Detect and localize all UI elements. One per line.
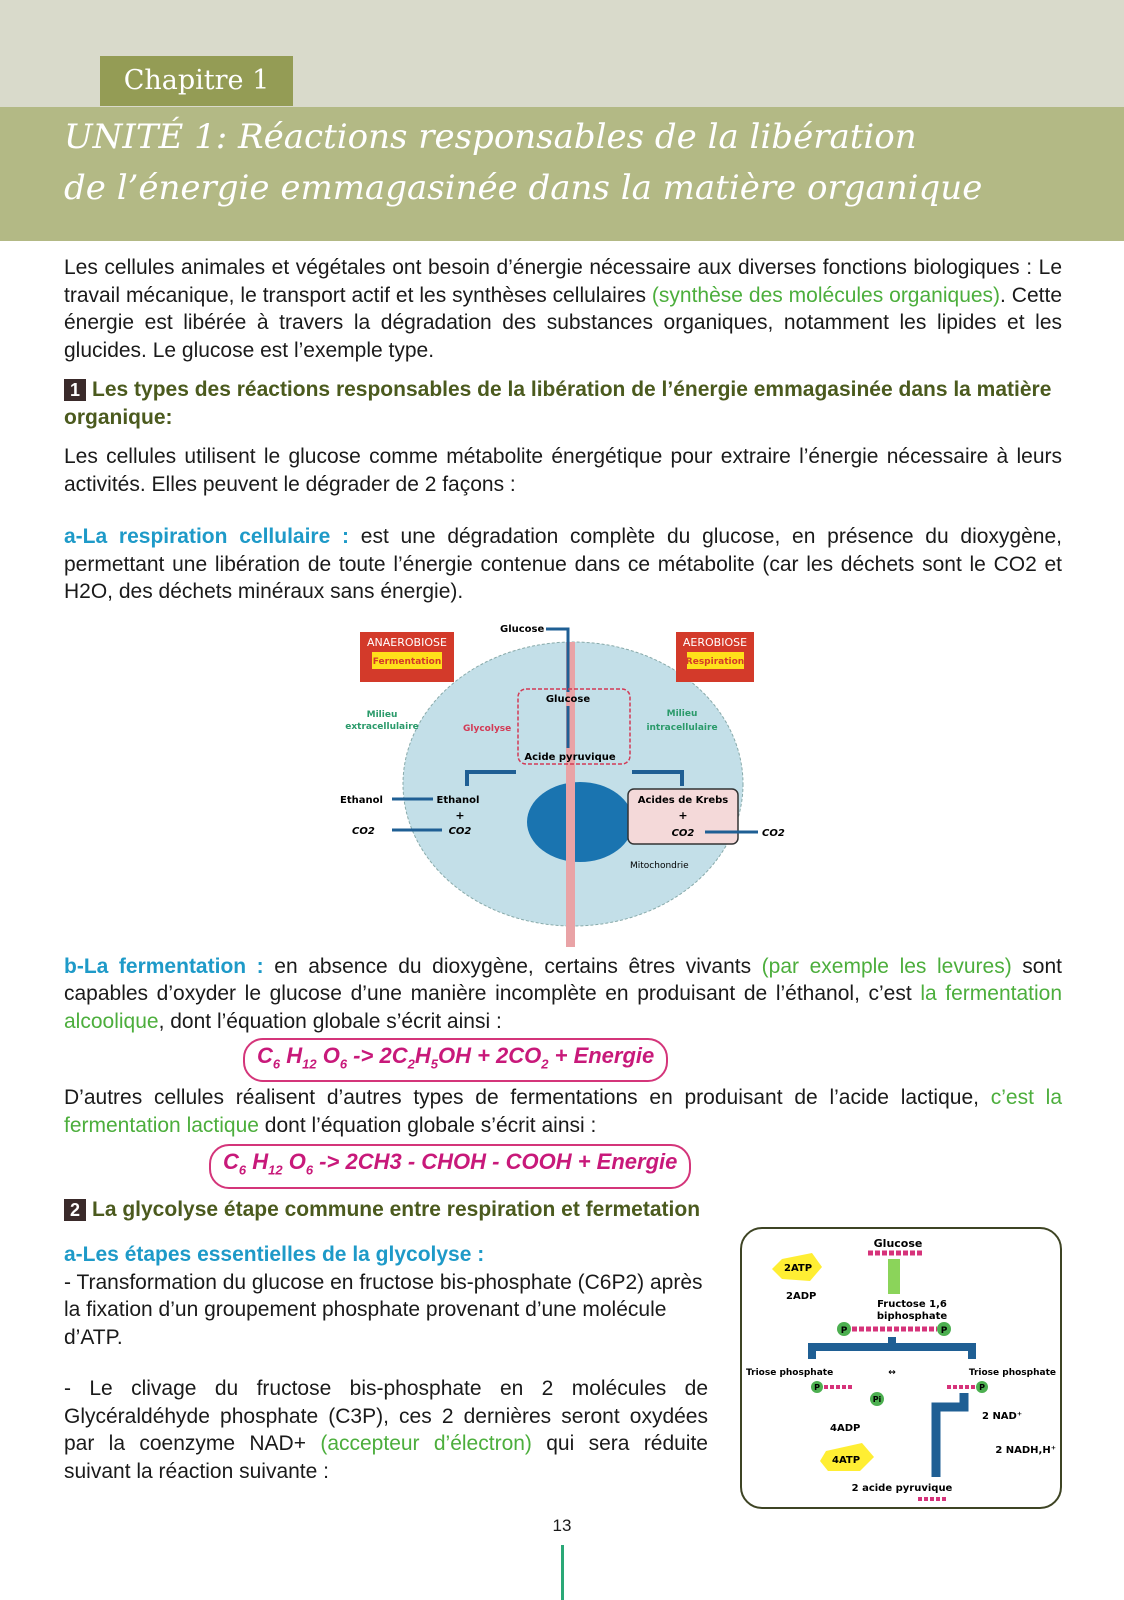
section-number: 1 xyxy=(64,379,86,401)
svg-text:↔: ↔ xyxy=(888,1368,896,1378)
label: Fermentation xyxy=(373,657,442,667)
glycolyse-diagram: Glucose 2ATP 2ADP Fructose 1,6 biphospha… xyxy=(746,1237,1056,1502)
label: Glucose xyxy=(500,624,545,635)
etapes-block: a-Les étapes essentielles de la glycolys… xyxy=(64,1241,708,1485)
text: est une dégradation complète du glucose,… xyxy=(64,525,1062,603)
section-title: Les types des réactions responsables de … xyxy=(64,378,1052,429)
title-line: UNITÉ 1: Réactions responsables de la li… xyxy=(64,117,917,157)
label: Milieu xyxy=(667,709,698,719)
lactique-paragraph: D’autres cellules réalisent d’autres typ… xyxy=(64,1084,1062,1139)
label: AEROBIOSE xyxy=(683,636,747,649)
highlight: (par exemple les levures) xyxy=(761,954,1012,978)
label: Glucose xyxy=(874,1237,923,1250)
label: 4ATP xyxy=(832,1455,860,1466)
step-1: - Transformation du glucose en fructose … xyxy=(64,1270,703,1349)
svg-text:P: P xyxy=(841,1326,848,1336)
label: Milieu xyxy=(367,710,398,720)
highlight: la fermentation alcoolique xyxy=(64,982,1062,1033)
label: Respiration xyxy=(686,657,744,667)
equation-alcoolique: C6 H12 O6 -> 2C2H5OH + 2CO2 + Energie xyxy=(243,1038,669,1083)
respiration-paragraph: a-La respiration cellulaire : est une dé… xyxy=(64,523,1062,606)
svg-text:P: P xyxy=(941,1326,948,1336)
unit-title: UNITÉ 1: Réactions responsables de la li… xyxy=(64,112,982,214)
label: Glucose xyxy=(546,694,591,705)
title-line: de l’énergie emmagasinée dans la matière… xyxy=(64,168,983,208)
text: , dont l’équation globale s’écrit ainsi … xyxy=(158,1009,502,1033)
text: dont l’équation globale s’écrit ainsi : xyxy=(258,1113,597,1137)
label: CO2 xyxy=(352,826,375,837)
label: b-La fermentation : xyxy=(64,954,264,978)
label: Ethanol xyxy=(340,795,383,806)
label: + xyxy=(455,809,464,822)
label: Fructose 1,6 xyxy=(877,1299,947,1310)
label: Acides de Krebs xyxy=(638,795,729,806)
text: sont capables d’oxyder le glucose d’une … xyxy=(64,954,1062,1006)
text: en absence du dioxygène, certains êtres … xyxy=(263,954,762,978)
label: CO2 xyxy=(672,828,695,839)
label: 2ATP xyxy=(784,1263,812,1274)
glycolyse-row: a-Les étapes essentielles de la glycolys… xyxy=(64,1227,1062,1510)
label: + xyxy=(678,809,687,822)
label: ANAEROBIOSE xyxy=(367,636,447,649)
text: . Cette énergie est libérée à travers la… xyxy=(64,283,1062,362)
nucleus xyxy=(527,781,633,862)
label: Triose phosphate xyxy=(969,1368,1056,1378)
step-2: - Le clivage du fructose bis-phosphate e… xyxy=(64,1377,708,1483)
respiration-fermentation-diagram: ANAEROBIOSE Fermentation AEROBIOSE Respi… xyxy=(340,624,785,947)
section-2-heading: 2 La glycolyse étape commune entre respir… xyxy=(64,1196,1062,1224)
section-number: 2 xyxy=(64,1198,86,1221)
svg-text:P: P xyxy=(979,1383,985,1392)
intro-paragraph: Les cellules animales et végétales ont b… xyxy=(64,254,1062,364)
respiration-label-box xyxy=(687,651,744,669)
label: CO2 xyxy=(762,828,785,839)
label: extracellulaire xyxy=(345,722,419,732)
chapter-tab: Chapitre 1 xyxy=(100,56,293,106)
label: Triose phosphate xyxy=(746,1368,833,1378)
label: intracellulaire xyxy=(646,723,717,733)
text: Les cellules animales et végétales ont b… xyxy=(64,256,1062,307)
label: 2 NAD⁺ xyxy=(982,1411,1022,1422)
highlight: c’est la fermentation lactique xyxy=(64,1086,1062,1137)
label: 4ADP xyxy=(830,1423,860,1434)
label: CO2 xyxy=(449,826,472,837)
text: D’autres cellules réalisent d’autres typ… xyxy=(64,1086,991,1110)
label: Acide pyruvique xyxy=(524,752,615,763)
fermentation-label-box xyxy=(372,651,442,669)
label: 2 NADH,H⁺ xyxy=(995,1445,1056,1456)
section-title: La glycolyse étape commune entre respira… xyxy=(92,1197,701,1221)
label: Glycolyse xyxy=(463,724,511,734)
label: a-La respiration cellulaire : xyxy=(64,525,350,548)
label: a-Les étapes essentielles de la glycolys… xyxy=(64,1243,485,1267)
label: 2ADP xyxy=(786,1291,816,1302)
page-number: 13 xyxy=(552,1516,572,1535)
label: 2 acide pyruvique xyxy=(852,1483,953,1494)
fermentation-paragraph: b-La fermentation : en absence du dioxyg… xyxy=(64,953,1062,1036)
label: biphosphate xyxy=(877,1311,947,1322)
svg-text:P: P xyxy=(814,1383,820,1392)
label: Mitochondrie xyxy=(630,861,689,871)
highlight: (synthèse des molécules organiques) xyxy=(651,283,1001,307)
glycolyse-figure: Glucose 2ATP 2ADP Fructose 1,6 biphospha… xyxy=(740,1227,1062,1510)
equation-lactique: C6 H12 O6 -> 2CH3 - CHOH - COOH + Energi… xyxy=(209,1144,692,1189)
title-banner xyxy=(0,107,1124,241)
content: Les cellules animales et végétales ont b… xyxy=(64,254,1062,1510)
label: Ethanol xyxy=(437,795,480,806)
svg-text:Pi: Pi xyxy=(873,1395,882,1404)
paragraph-2: Les cellules utilisent le glucose comme … xyxy=(64,445,1062,496)
page-marker xyxy=(561,1545,564,1600)
divider-band xyxy=(566,641,575,947)
